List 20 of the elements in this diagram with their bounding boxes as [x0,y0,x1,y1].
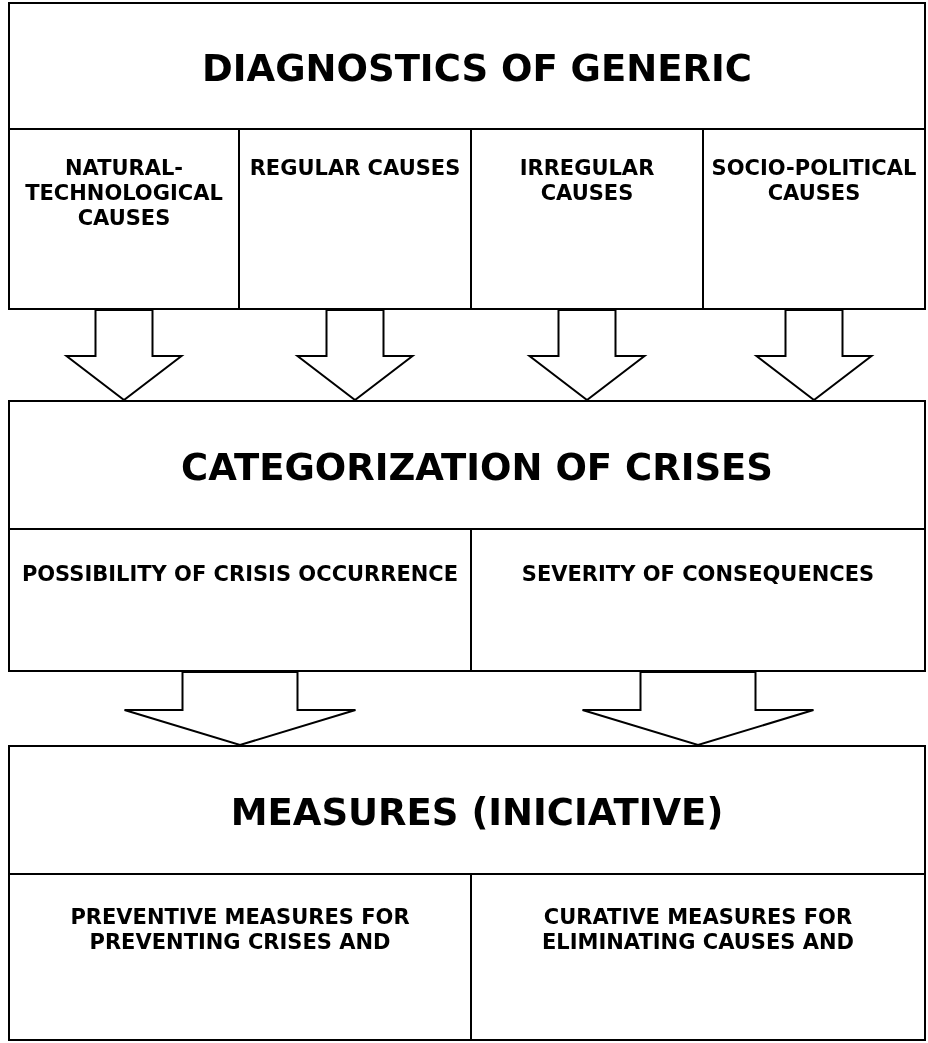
section-heading: DIAGNOSTICS OF GENERIC [201,45,753,92]
cell-text: PREVENTIVE MEASURES FOR PREVENTING CRISES AND [69,905,411,956]
cell-text: SOCIO-POLITICAL CAUSES [710,156,918,207]
cell-text: SEVERITY OF CONSEQUENCES [521,562,875,588]
block-arrow [294,309,416,402]
block-arrow [123,671,357,747]
cell-text: POSSIBILITY OF CRISIS OCCURRENCE [21,562,459,588]
section-box [8,745,926,1041]
block-arrow [63,309,185,402]
section-heading: CATEGORIZATION OF CRISES [180,444,774,491]
section-box [8,2,926,310]
cell-text: REGULAR CAUSES [249,156,461,182]
section-heading: MEASURES (INICIATIVE) [229,789,725,836]
cell-text: NATURAL-TECHNOLOGICAL CAUSES [24,156,224,232]
block-arrow [526,309,648,402]
cell-text: CURATIVE MEASURES FOR ELIMINATING CAUSES AND [541,905,855,956]
block-arrow [581,671,815,747]
cell-text: IRREGULAR CAUSES [518,156,656,207]
section-box [8,400,926,672]
block-arrow [753,309,875,402]
